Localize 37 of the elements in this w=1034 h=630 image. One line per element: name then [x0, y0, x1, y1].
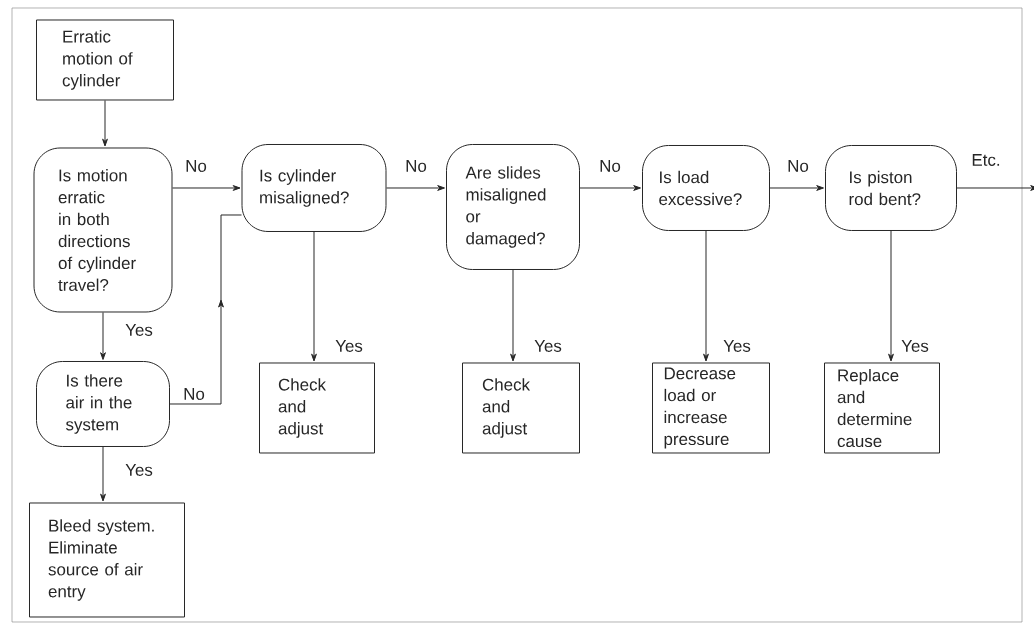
- arrow: [888, 230, 894, 362]
- decision-box: Is piston rod bent?: [825, 145, 957, 231]
- edge-label: No: [404, 159, 428, 173]
- arrow: [510, 269, 516, 362]
- edge-label: Yes: [124, 463, 154, 477]
- arrow: [386, 185, 445, 191]
- edge-label: No: [182, 387, 206, 401]
- arrow: [102, 100, 108, 147]
- decision-box: Is load excessive?: [642, 145, 770, 231]
- arrow: [100, 446, 106, 502]
- arrow: [956, 185, 1034, 191]
- edge-label: Yes: [722, 339, 752, 353]
- process-box: Check and adjust: [259, 362, 375, 454]
- edge-label: Yes: [124, 323, 154, 337]
- edge-label: Yes: [334, 339, 364, 353]
- edge-label: Etc.: [970, 153, 1002, 167]
- process-box: Check and adjust: [462, 362, 580, 454]
- decision-box: Is motion erratic in both directions of cylinder travel?: [33, 147, 173, 313]
- arrow: [100, 312, 106, 360]
- arrow: [311, 231, 317, 362]
- decision-box: Is there air in the system: [36, 361, 170, 447]
- process-box: Erratic motion of cylinder: [36, 19, 174, 101]
- edge-label: No: [786, 159, 810, 173]
- edge-label: Yes: [533, 339, 563, 353]
- process-box: Decrease load or increase pressure: [652, 362, 770, 454]
- decision-box: Is cylinder misaligned?: [241, 144, 387, 232]
- edge-label: Yes: [900, 339, 930, 353]
- arrow: [172, 185, 241, 191]
- edge-label: No: [598, 159, 622, 173]
- process-box: Bleed system. Eliminate source of air entry: [29, 502, 185, 618]
- edge-label: No: [184, 159, 208, 173]
- arrow: [703, 230, 709, 362]
- process-box: Replace and determine cause: [824, 362, 940, 454]
- arrow: [769, 185, 824, 191]
- arrow: [579, 185, 641, 191]
- arrow: [169, 214, 242, 405]
- decision-box: Are slides misaligned or damaged?: [446, 144, 580, 270]
